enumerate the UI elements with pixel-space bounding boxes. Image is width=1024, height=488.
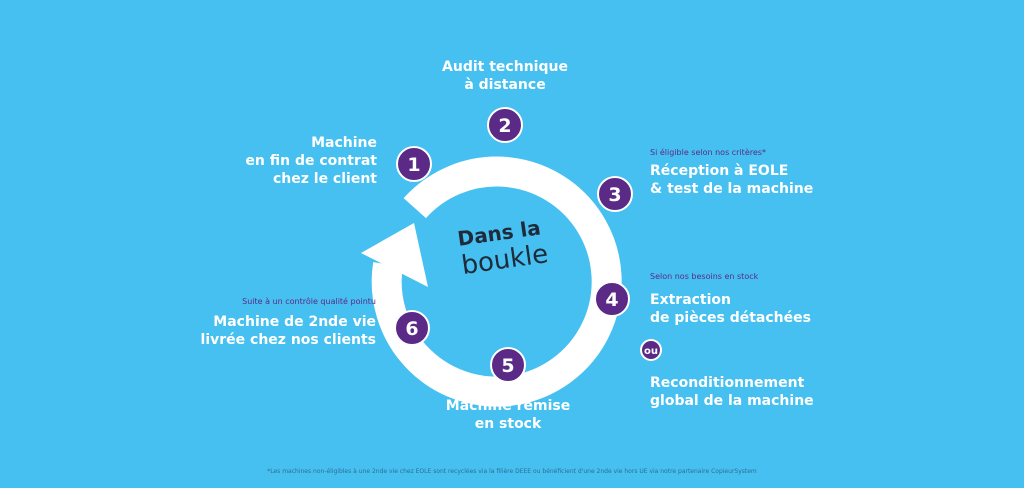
- or-badge-text: ou: [644, 346, 658, 357]
- cycle-arrowhead: [361, 223, 428, 287]
- step-number-4: 4: [605, 289, 618, 311]
- step-badge-1: 1: [396, 146, 432, 182]
- step-badge-3: 3: [597, 176, 633, 212]
- step-4-label: Extraction de pièces détachées: [650, 292, 811, 326]
- step-5-label: Machine remise en stock: [445, 398, 571, 432]
- step-number-1: 1: [407, 154, 420, 176]
- step-2-label: Audit technique à distance: [442, 59, 568, 93]
- step-badge-2: 2: [487, 107, 523, 143]
- step-3-note: Si éligible selon nos critères*: [650, 148, 766, 157]
- step-4-note: Selon nos besoins en stock: [650, 272, 759, 281]
- step-badge-6: 6: [394, 310, 430, 346]
- alternative-label: Reconditionnement global de la machine: [650, 375, 814, 409]
- step-3-label: Réception à EOLE & test de la machine: [650, 163, 814, 197]
- step-number-3: 3: [608, 184, 621, 206]
- cycle-ring: [371, 156, 622, 407]
- step-badge-5: 5: [490, 347, 526, 383]
- or-badge: ou: [640, 339, 662, 361]
- step-6-label: Machine de 2nde vie livrée chez nos clie…: [200, 314, 376, 348]
- footnote: *Les machines non-éligibles à une 2nde v…: [267, 468, 757, 475]
- step-number-6: 6: [405, 318, 418, 340]
- step-number-2: 2: [498, 115, 511, 137]
- step-6-note: Suite à un contrôle qualité pointu: [242, 297, 376, 306]
- step-1-label: Machine en fin de contrat chez le client: [245, 135, 377, 187]
- step-number-5: 5: [501, 355, 514, 377]
- step-badge-4: 4: [594, 281, 630, 317]
